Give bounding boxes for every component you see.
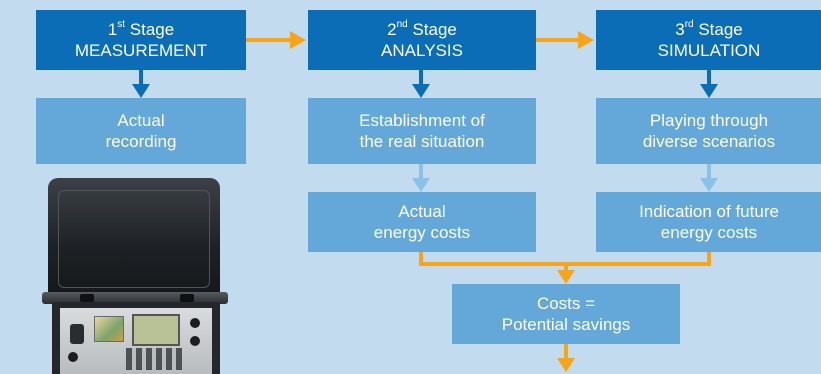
actual-recording-line-2: recording — [105, 132, 177, 151]
stage-3-box: 3rd Stage SIMULATION — [596, 10, 821, 70]
savings-box: Costs = Potential savings — [452, 284, 680, 344]
stage-3-name: SIMULATION — [657, 41, 761, 60]
actual-costs-box: Actual energy costs — [308, 192, 536, 252]
stage-2-heading: 2nd Stage — [387, 19, 457, 39]
case-lid — [48, 178, 220, 296]
stage-2-box: 2nd Stage ANALYSIS — [308, 10, 536, 70]
scenarios-line-2: diverse scenarios — [642, 132, 776, 151]
future-costs-box: Indication of future energy costs — [596, 192, 821, 252]
device-display — [132, 314, 180, 346]
measurement-device-case-icon — [40, 174, 230, 374]
arrow-stage2-to-stage3 — [536, 31, 594, 49]
arrow-stage1-down — [132, 70, 150, 98]
stage-3-heading: 3rd Stage — [675, 19, 743, 39]
device-jack — [68, 352, 78, 362]
arrow-merge-to-savings — [419, 252, 711, 284]
real-situation-line-1: Establishment of — [359, 111, 485, 130]
stage-1-heading: 1st Stage — [107, 19, 175, 39]
arrow-stage2-down — [412, 70, 430, 98]
arrow-scenarios-to-future — [700, 164, 718, 192]
actual-costs-line-2: energy costs — [373, 223, 471, 242]
real-situation-line-2: the real situation — [359, 132, 485, 151]
arrow-situation-to-costs — [412, 164, 430, 192]
scenarios-box: Playing through diverse scenarios — [596, 98, 821, 164]
device-jack — [190, 336, 200, 346]
actual-recording-box: Actual recording — [36, 98, 246, 164]
case-latch-left — [80, 294, 94, 302]
savings-line-1: Costs = — [536, 294, 596, 313]
device-photo-label — [94, 316, 124, 342]
device-jack — [190, 318, 200, 328]
scenarios-line-1: Playing through — [649, 111, 769, 130]
future-costs-line-1: Indication of future — [639, 202, 779, 221]
arrow-savings-out — [557, 344, 575, 372]
arrow-stage1-to-stage2 — [246, 31, 306, 49]
case-latch-right — [180, 294, 194, 302]
arrow-stage3-down — [700, 70, 718, 98]
actual-costs-line-1: Actual — [398, 202, 446, 221]
stage-1-name: MEASUREMENT — [74, 41, 208, 60]
actual-recording-line-1: Actual — [117, 111, 165, 130]
future-costs-line-2: energy costs — [660, 223, 758, 242]
device-knob — [70, 324, 84, 344]
stage-2-name: ANALYSIS — [381, 41, 463, 60]
stage-1-box: 1st Stage MEASUREMENT — [36, 10, 246, 70]
real-situation-box: Establishment of the real situation — [308, 98, 536, 164]
device-keypad — [126, 348, 182, 370]
savings-line-2: Potential savings — [501, 315, 631, 334]
